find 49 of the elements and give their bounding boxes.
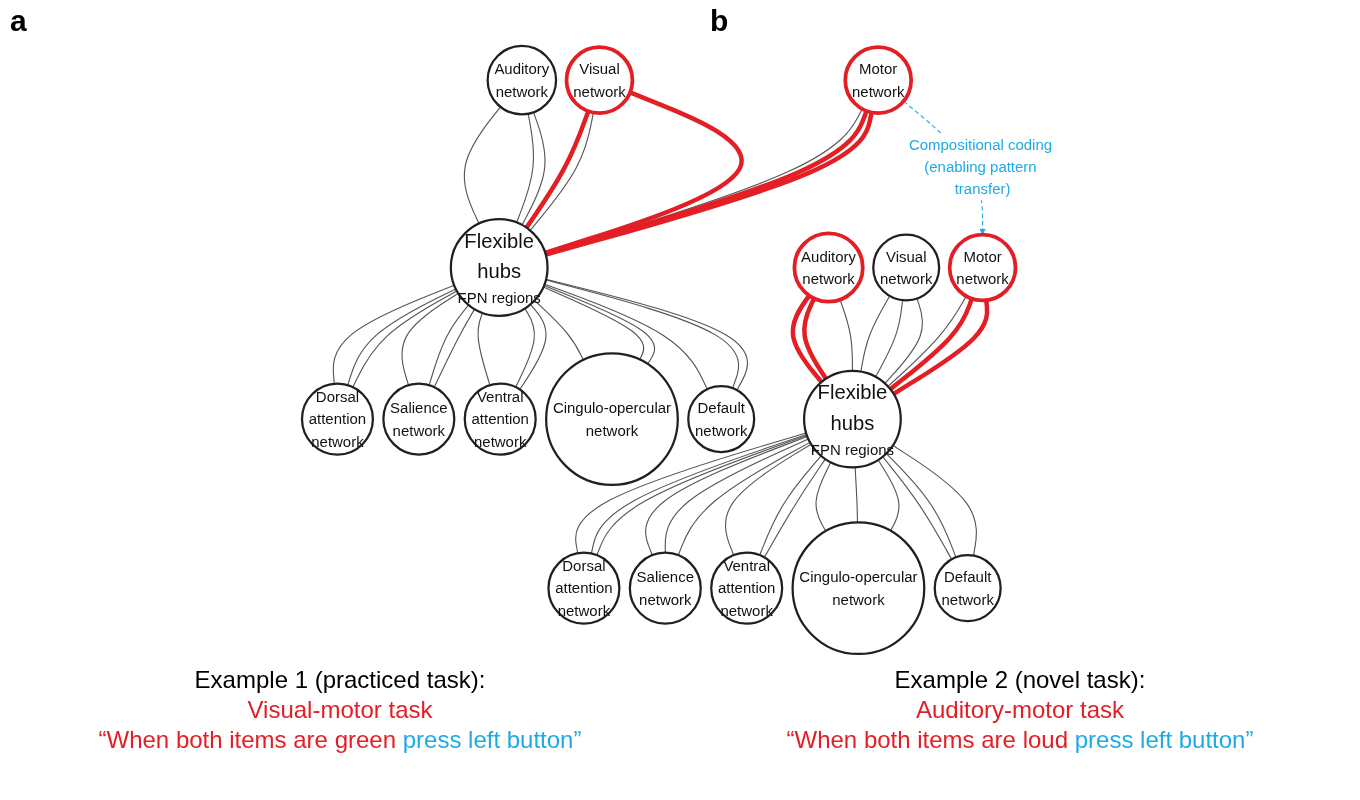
node-circle (791, 521, 926, 656)
node-circle (710, 551, 784, 625)
node-circle (382, 382, 456, 456)
connector (428, 304, 470, 386)
task-instruction: press left button” (1074, 726, 1254, 753)
node-circle (564, 45, 635, 115)
node-circle (450, 218, 549, 317)
connector (464, 106, 502, 225)
connector (889, 297, 975, 391)
node-circle (486, 44, 558, 116)
connector (790, 294, 824, 384)
task-instruction: “When both items are green (98, 726, 396, 753)
node-circle (872, 233, 941, 302)
panel-letter: a (10, 4, 27, 38)
connector (544, 283, 709, 390)
node-circle (792, 231, 865, 304)
node-circle (545, 352, 680, 487)
node-circle (803, 369, 903, 469)
connector (877, 459, 900, 532)
node-circle (301, 382, 375, 456)
connector (534, 299, 585, 361)
panel-letter: b (710, 4, 729, 38)
task-name: Visual-motor task (247, 696, 433, 723)
node-circle (933, 554, 1003, 623)
connector (401, 292, 460, 386)
node-circle (463, 382, 538, 456)
connector (543, 284, 656, 365)
connector (802, 297, 829, 380)
node-circle (948, 232, 1018, 303)
task-instruction: press left button” (402, 726, 582, 753)
connector (333, 284, 456, 385)
connector (815, 461, 832, 532)
connector (725, 443, 812, 556)
connector (519, 303, 547, 391)
task-name: Auditory-motor task (915, 696, 1125, 723)
example-heading: Example 2 (novel task): (894, 666, 1146, 693)
connector (645, 435, 809, 556)
node-circle (547, 551, 621, 625)
node-circle (687, 385, 756, 454)
node-circle (843, 45, 914, 115)
node-circle (629, 551, 703, 625)
connector (515, 307, 536, 388)
connector (477, 312, 491, 386)
connector (433, 308, 476, 388)
connector (516, 113, 535, 223)
connector (884, 298, 924, 384)
connector (892, 300, 990, 396)
example-heading: Example 1 (practiced task): (194, 666, 486, 693)
task-instruction: “When both items are loud (786, 726, 1068, 753)
